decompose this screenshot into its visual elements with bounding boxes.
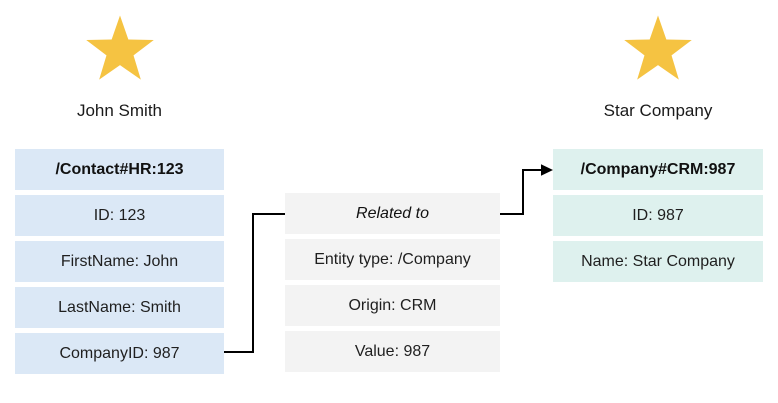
contact-row-id: ID: 123: [15, 195, 224, 236]
relationship-table-header: Related to: [285, 193, 500, 234]
company-row-name: Name: Star Company: [553, 241, 763, 282]
contact-row-firstname: FirstName: John: [15, 241, 224, 282]
star-icon: [86, 15, 154, 80]
contact-entity-table: /Contact#HR:123 ID: 123 FirstName: John …: [15, 149, 224, 374]
star-shape: [624, 15, 692, 80]
star-shape: [86, 15, 154, 80]
company-entity-name: Star Company: [603, 101, 713, 120]
company-table-header: /Company#CRM:987: [553, 149, 763, 190]
contact-table-header: /Contact#HR:123: [15, 149, 224, 190]
contact-row-companyid: CompanyID: 987: [15, 333, 224, 374]
company-row-id: ID: 987: [553, 195, 763, 236]
relationship-row-entity-type: Entity type: /Company: [285, 239, 500, 280]
connector-contact-to-relationship: [224, 213, 285, 353]
relationship-row-origin: Origin: CRM: [285, 285, 500, 326]
relationship-row-value: Value: 987: [285, 331, 500, 372]
contact-entity-name: John Smith: [76, 101, 163, 120]
star-icon: [624, 15, 692, 80]
arrowhead-icon: [541, 164, 553, 176]
connector-relationship-to-company: [500, 169, 543, 215]
contact-row-lastname: LastName: Smith: [15, 287, 224, 328]
relationship-table: Related to Entity type: /Company Origin:…: [285, 193, 500, 372]
company-entity-table: /Company#CRM:987 ID: 987 Name: Star Comp…: [553, 149, 763, 282]
